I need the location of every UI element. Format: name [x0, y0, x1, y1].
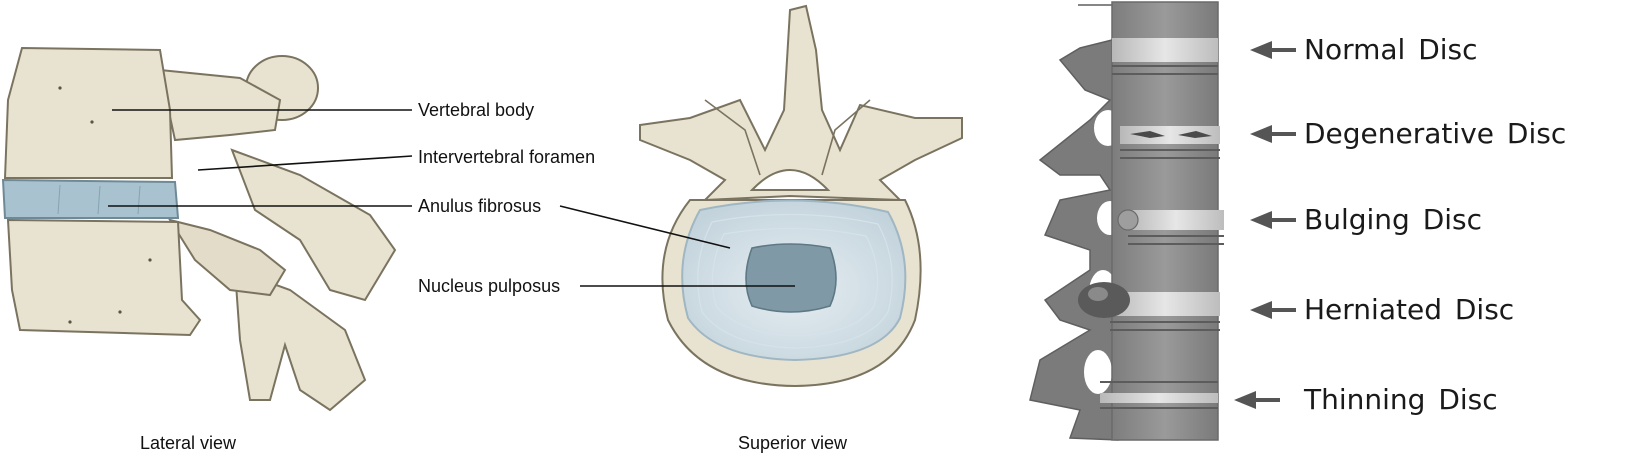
- label-anulus-fibrosus: Anulus fibrosus: [418, 196, 542, 216]
- caption-superior-view: Superior view: [738, 433, 848, 453]
- spine-posterior-elements: [1029, 4, 1119, 441]
- thinning-disc: [1100, 393, 1218, 403]
- nucleus-pulposus: [745, 243, 837, 313]
- spine-disc-conditions-illustration: [1029, 1, 1296, 441]
- arrow-herniated-disc: [1250, 301, 1296, 319]
- label-nucleus-pulposus: Nucleus pulposus: [418, 276, 561, 296]
- caption-lateral-view: Lateral view: [140, 433, 237, 453]
- label-herniated-disc: Herniated Disc: [1304, 293, 1515, 326]
- arrow-degenerative-disc: [1250, 125, 1296, 143]
- arrow-normal-disc: [1250, 41, 1296, 59]
- label-thinning-disc: Thinning Disc: [1304, 383, 1498, 416]
- vertebral-foramen: [749, 169, 831, 191]
- label-vertebral-body: Vertebral body: [418, 100, 535, 120]
- superior-vertebra-illustration: [559, 4, 963, 388]
- upper-vertebral-body: [3, 46, 174, 179]
- label-degenerative-disc: Degenerative Disc: [1304, 117, 1567, 150]
- arrow-thinning-disc: [1234, 391, 1280, 409]
- lateral-vertebra-illustration: [1, 46, 413, 412]
- normal-disc: [1112, 38, 1218, 62]
- label-normal-disc: Normal Disc: [1304, 33, 1478, 66]
- lateral-inferior-process: [233, 268, 367, 412]
- label-bulging-disc: Bulging Disc: [1304, 203, 1483, 236]
- lateral-articular-process: [167, 218, 287, 297]
- bulging-disc: [1128, 210, 1224, 230]
- lateral-intervertebral-disc: [1, 178, 180, 219]
- lateral-pedicle: [158, 68, 282, 142]
- lateral-spinous-process: [230, 148, 397, 302]
- leader-intervertebral-foramen: [197, 155, 413, 171]
- label-intervertebral-foramen: Intervertebral foramen: [418, 147, 596, 167]
- degenerative-disc: [1120, 126, 1220, 144]
- lower-vertebral-body: [6, 218, 202, 337]
- arrow-bulging-disc: [1250, 211, 1296, 229]
- leader-anulus-fibrosus-superior: [559, 205, 731, 249]
